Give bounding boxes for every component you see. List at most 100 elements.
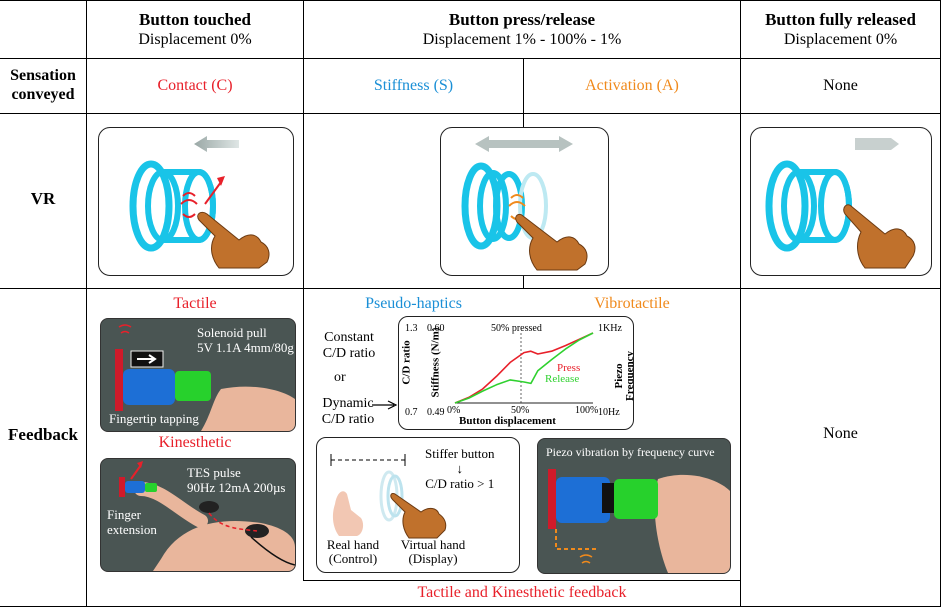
virtual-hand-icon [390, 493, 447, 539]
row-label-vr: VR [30, 189, 56, 208]
tes-line: 90Hz 12mA 200µs [187, 480, 286, 495]
dynamic-cd-label: Dynamic C/D ratio [312, 396, 384, 428]
chart-annotation: 50% pressed [491, 323, 542, 334]
sensation-activation: Activation (A) [585, 77, 679, 94]
finger-line: extension [107, 522, 157, 537]
legend-release: Release [545, 373, 580, 385]
header-subtitle: Displacement 0% [138, 31, 252, 48]
constant-line: C/D ratio [322, 346, 376, 361]
sensation-stiffness: Stiffness (S) [373, 77, 454, 94]
grid-line [0, 606, 941, 607]
solenoid-photo: Solenoid pull 5V 1.1A 4mm/80g Fingertip … [100, 318, 296, 432]
vr-touched-svg [129, 136, 270, 269]
constant-line: Constant [324, 330, 374, 345]
row-label-line: conveyed [11, 86, 75, 103]
hand-icon [197, 211, 270, 269]
hand-icon [515, 213, 588, 271]
stiffer-arrow: ↓ [456, 461, 463, 476]
sensation-contact: Contact (C) [157, 77, 233, 94]
piezo-photo: Piezo vibration by frequency curve [537, 438, 731, 574]
x-tick: 50% [511, 405, 530, 416]
virtual-line: Virtual hand [400, 537, 466, 552]
piezo-device-svg [548, 469, 730, 573]
constant-cd-label: Constant C/D ratio [314, 330, 384, 362]
column-header-touched: Button touched Displacement 0% [87, 10, 303, 49]
button-ring-icon [765, 160, 809, 252]
header-subtitle: Displacement 0% [783, 31, 898, 48]
header-title: Button press/release [448, 10, 596, 29]
row-label-line: Sensation [10, 67, 76, 84]
header-title: Button fully released [765, 10, 916, 29]
column-header-press-release: Button press/release Displacement 1% - 1… [304, 10, 740, 49]
piezo-caption: Piezo vibration by frequency curve [546, 445, 715, 459]
grid-line [0, 0, 941, 1]
contact-wave-icon [180, 192, 198, 218]
finger-icon [201, 386, 295, 431]
y2-tick: 0.60 [427, 323, 445, 334]
grid-line [303, 580, 740, 581]
button-ring-icon [129, 160, 173, 252]
sensation-none: None [823, 77, 858, 94]
dynamic-line: C/D ratio [321, 412, 375, 427]
vr-released-svg [765, 138, 916, 269]
x-axis-label: Button displacement [459, 415, 556, 427]
grid-line [303, 0, 304, 580]
grid-line [0, 113, 941, 114]
finger-extension-caption: Finger extension [107, 507, 157, 537]
vr-released-illustration [750, 127, 932, 276]
solenoid-line: Solenoid pull [197, 325, 267, 340]
vibration-icon [579, 554, 593, 564]
dynamic-line: Dynamic [322, 396, 374, 411]
row-label-feedback: Feedback [8, 425, 78, 444]
or-label: or [334, 370, 346, 385]
arrow-up-right-icon [137, 461, 143, 468]
finger-line: Finger [107, 507, 141, 522]
actuator-body-icon [556, 477, 610, 523]
vr-touched-illustration [98, 127, 294, 276]
solenoid-body-icon [123, 369, 175, 405]
feedback-kinesthetic-label: Kinesthetic [158, 434, 232, 451]
tactile-kinesthetic-label: Tactile and Kinesthetic feedback [417, 584, 627, 601]
arrow-up-right-icon [217, 176, 225, 186]
real-line: Real hand [326, 537, 380, 552]
header-title: Button touched [139, 10, 251, 29]
tes-line: TES pulse [187, 465, 241, 480]
vibration-icon [118, 324, 132, 334]
feedback-vibrotactile-label: Vibrotactile [594, 295, 670, 312]
grid-line [0, 288, 941, 289]
cd-ratio-svg [330, 454, 447, 539]
real-line: (Control) [328, 551, 378, 566]
legend-press: Press [557, 362, 581, 374]
arm-icon [153, 520, 295, 571]
feedback-pseudo-haptics-label: Pseudo-haptics [365, 295, 462, 312]
x-tick: 100% [575, 405, 599, 416]
fingertip-caption: Fingertip tapping [109, 411, 199, 426]
x-tick: 0% [447, 405, 461, 416]
tes-device-svg [119, 461, 295, 571]
stiffness-chart-svg [454, 332, 594, 404]
arrow-left-icon [194, 136, 239, 152]
series-line-press [454, 332, 594, 404]
stiffness-chart-panel: 1.3 0.7 0.60 0.49 1KHz 10Hz 0% 50% 100% … [398, 316, 634, 430]
finger-icon [654, 474, 730, 573]
arrow-right-icon [855, 138, 899, 150]
cd-ratio-illustration: Stiffer button ↓ C/D ratio > 1 Real hand… [316, 437, 520, 573]
header-subtitle: Displacement 1% - 100% - 1% [422, 31, 622, 48]
hand-icon [843, 204, 916, 269]
vr-press-svg [461, 136, 588, 271]
solenoid-device-svg [115, 324, 295, 431]
virtual-hand-label: Virtual hand (Display) [393, 538, 473, 566]
y1-tick: 1.3 [405, 323, 418, 334]
stiffer-button-label: Stiffer button ↓ C/D ratio > 1 [425, 446, 494, 491]
series-line-release [454, 332, 594, 404]
y3-tick: 1KHz [598, 323, 622, 334]
grid-line [86, 0, 87, 607]
y1-tick: 0.7 [405, 407, 418, 418]
arrow-right-icon [529, 136, 573, 152]
arrow-left-icon [475, 136, 529, 152]
column-header-released: Button fully released Displacement 0% [741, 10, 940, 49]
y3-tick: 10Hz [598, 407, 620, 418]
real-hand-icon [332, 491, 364, 536]
grid-line [740, 0, 741, 607]
solenoid-spec: Solenoid pull 5V 1.1A 4mm/80g [197, 325, 294, 355]
